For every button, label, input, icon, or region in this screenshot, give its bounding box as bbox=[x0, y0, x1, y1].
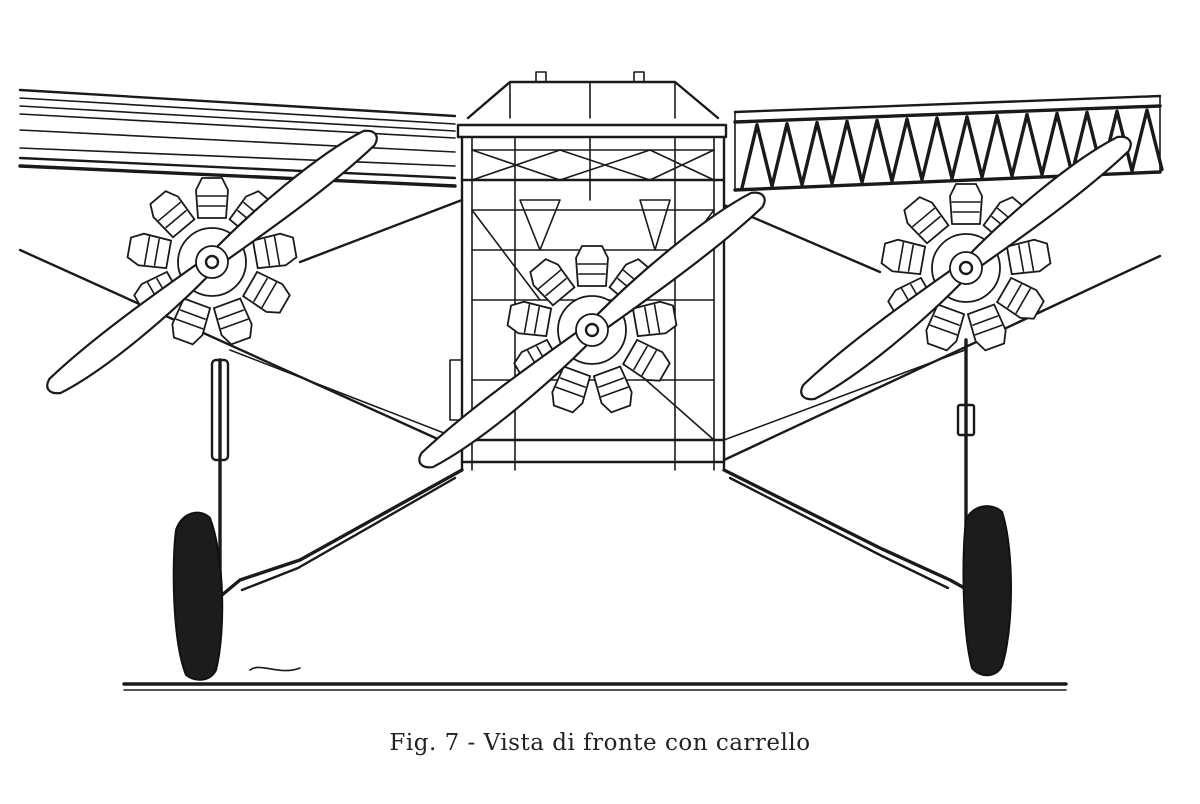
engine-cylinder bbox=[149, 190, 196, 239]
engine-cylinder bbox=[529, 258, 576, 307]
engine-cylinder bbox=[621, 338, 671, 382]
propeller-hub bbox=[949, 251, 983, 285]
engine-cylinder bbox=[903, 196, 950, 245]
engine-cylinder bbox=[575, 245, 609, 287]
engine-cylinder bbox=[1005, 238, 1052, 276]
propeller-hub bbox=[195, 245, 229, 279]
right-engine bbox=[800, 135, 1132, 401]
engine-cylinder bbox=[251, 232, 298, 270]
left-wing bbox=[18, 88, 457, 188]
engines-and-propellers bbox=[46, 129, 1132, 469]
engine-cylinder bbox=[966, 303, 1007, 352]
left-engine bbox=[46, 129, 378, 395]
engine-cylinder bbox=[126, 232, 173, 270]
left-propeller bbox=[46, 129, 378, 395]
landing-gear bbox=[172, 338, 1012, 681]
engine-cylinder bbox=[949, 183, 983, 225]
engine-cylinder bbox=[195, 177, 229, 219]
figure-caption: Fig. 7 - Vista di fronte con carrello bbox=[389, 730, 811, 756]
engine-cylinder bbox=[506, 300, 553, 338]
propeller-hub bbox=[575, 313, 609, 347]
right-wheel bbox=[962, 505, 1012, 677]
engine-cylinder bbox=[241, 270, 291, 314]
ground-line bbox=[122, 666, 1068, 691]
right-wing bbox=[733, 94, 1164, 192]
engine-cylinder bbox=[212, 297, 253, 346]
engine-cylinder bbox=[631, 300, 678, 338]
left-wheel bbox=[172, 511, 224, 681]
engine-cylinder bbox=[592, 365, 633, 414]
center-engine bbox=[418, 191, 766, 469]
center-propeller bbox=[418, 191, 766, 469]
engine-cylinder bbox=[880, 238, 927, 276]
right-propeller bbox=[800, 135, 1132, 401]
engine-cylinder bbox=[995, 276, 1045, 320]
aircraft-front-view-drawing bbox=[18, 71, 1164, 691]
